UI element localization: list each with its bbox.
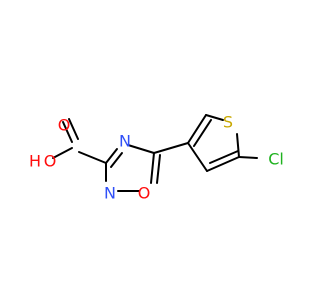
bond-n4-c5 (127, 144, 155, 154)
bond-c3-n4-b (110, 152, 123, 168)
bond-c5-o1-b (156, 154, 161, 184)
atom-oxygen-carbonyl: O (58, 116, 71, 135)
atom-oxygen-hydroxyl: O (44, 152, 57, 171)
bond-c-o-double-b (68, 118, 79, 140)
bond-c-oh (52, 147, 73, 159)
bond-c5-o1-a (150, 152, 155, 184)
bond-thiophene-c3-c2-b (193, 119, 212, 147)
bond-c-cl (238, 156, 258, 159)
bond-c-ring (78, 151, 107, 164)
atom-nitrogen-2: N (104, 184, 116, 203)
atom-oxygen-ring: O (138, 184, 151, 203)
bond-c5-thiophene (153, 142, 189, 154)
bond-thiophene-c4-c3 (187, 142, 208, 172)
atom-nitrogen-4: N (119, 132, 131, 151)
bond-c3-n4-a (105, 148, 118, 164)
molecule-structure: O O H N N O S Cl (29, 113, 284, 203)
bond-thiophene-s-c5 (236, 133, 240, 158)
bond-thiophene-c3-c2-a (187, 114, 207, 144)
bond-c-o-double-a (62, 121, 73, 143)
molecule-canvas: O O H N N O S Cl (28, 112, 284, 203)
bond-thiophene-c5-c4-b (209, 150, 239, 164)
atom-chlorine: Cl (268, 150, 284, 169)
atom-hydrogen-hydroxyl: H (29, 152, 41, 171)
atom-sulfur: S (223, 113, 233, 132)
bond-thiophene-c2-s (205, 114, 224, 121)
bond-thiophene-c5-c4-a (206, 156, 240, 172)
